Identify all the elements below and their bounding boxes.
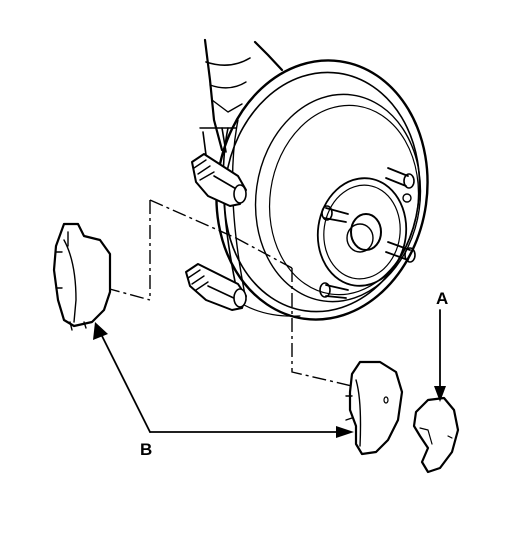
steering-knuckle	[199, 38, 284, 156]
lower-guide-pin	[185, 263, 247, 311]
leader-arrow-a	[434, 309, 446, 402]
pad-shim	[412, 396, 460, 474]
upper-guide-pin	[191, 153, 247, 207]
brake-rotor	[215, 59, 429, 321]
wheel-studs	[319, 167, 416, 299]
wheel-hub	[316, 177, 412, 287]
leader-arrows-b	[93, 322, 354, 438]
alignment-lines	[105, 199, 353, 387]
inner-brake-pad	[52, 222, 112, 331]
label-a: A	[436, 289, 449, 308]
label-b: B	[140, 440, 153, 459]
outer-brake-pad	[345, 360, 404, 456]
